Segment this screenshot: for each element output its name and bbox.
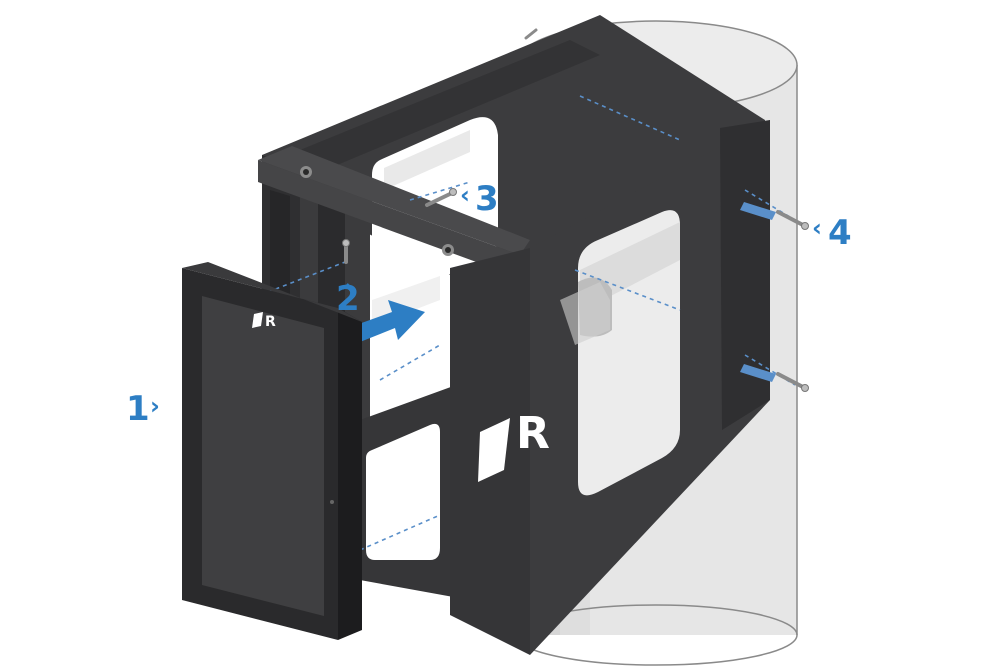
bracket-logo-text: R xyxy=(516,408,550,459)
display-unit xyxy=(182,262,362,640)
screw-icon xyxy=(776,210,809,230)
display-logo: R xyxy=(252,312,276,330)
screw-icon xyxy=(524,28,538,40)
bracket-logo: R xyxy=(478,408,550,482)
step-label-1: 1 › xyxy=(126,389,160,429)
display-screen xyxy=(202,296,324,616)
step-1-caret: › xyxy=(150,392,160,420)
screw-icon xyxy=(342,239,350,264)
step-4-caret: ‹ xyxy=(812,214,822,242)
step-2-number: 2 xyxy=(336,279,360,319)
display-logo-text: R xyxy=(265,314,276,330)
step-3-number: 3 xyxy=(475,179,499,219)
step-4-number: 4 xyxy=(828,213,852,253)
step-label-2: ‸ 2 xyxy=(336,262,360,319)
screw-icon xyxy=(776,372,809,392)
step-3-caret: ‹ xyxy=(460,181,470,209)
step-label-3: ‹ 3 xyxy=(460,179,499,219)
step-label-4: ‹ 4 xyxy=(812,213,852,253)
insert-arrow-icon xyxy=(356,300,425,342)
step-1-number: 1 xyxy=(126,389,150,429)
step-2-caret: ‸ xyxy=(339,262,357,290)
slot-arrows xyxy=(740,202,776,382)
screw-icon xyxy=(425,188,457,207)
